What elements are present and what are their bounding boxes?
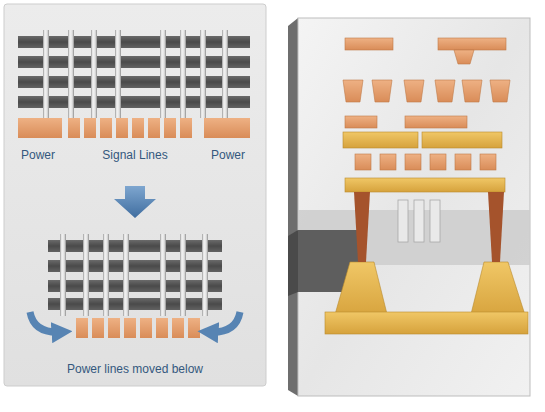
metal-line — [48, 240, 222, 252]
copper-via — [355, 154, 371, 170]
transistor-fin — [398, 200, 408, 242]
copper-line — [405, 116, 467, 128]
via-line — [200, 30, 206, 118]
power-contact — [76, 318, 88, 338]
copper-line — [438, 38, 506, 50]
metal-line — [18, 56, 250, 68]
signal-contact — [84, 118, 96, 138]
via-line — [43, 30, 49, 118]
nano-tsv — [354, 192, 370, 262]
power-contact — [156, 318, 168, 338]
copper-line — [345, 38, 393, 50]
metal-line — [18, 76, 250, 88]
caption-label: Power — [211, 149, 245, 163]
signal-contact — [180, 118, 192, 138]
power-contact — [140, 318, 152, 338]
via-line — [68, 30, 74, 118]
power-line — [343, 132, 418, 148]
copper-via — [435, 80, 455, 102]
via-line — [103, 234, 109, 316]
metal-line — [48, 298, 222, 310]
metal-grid-bottom — [48, 234, 222, 316]
power-line — [345, 178, 505, 192]
via-line — [202, 234, 208, 316]
nano-tsv — [488, 192, 504, 262]
block-side — [288, 18, 298, 396]
via-line — [180, 234, 186, 316]
signal-contact — [100, 118, 112, 138]
copper-via — [455, 154, 471, 170]
metal-line — [18, 36, 250, 48]
metal-line — [48, 260, 222, 272]
via-line — [123, 234, 129, 316]
power-line — [422, 132, 502, 148]
chip-cross-section — [288, 18, 530, 396]
power-contact — [172, 318, 184, 338]
copper-via — [380, 154, 396, 170]
metal-grid-top — [18, 30, 250, 118]
contact-row-bottom — [76, 318, 200, 338]
power-contact — [124, 318, 136, 338]
copper-via — [490, 80, 510, 102]
power-contact — [92, 318, 104, 338]
power-contact — [108, 318, 120, 338]
power-contact — [18, 118, 62, 138]
via-line — [60, 234, 66, 316]
backside-power-rail — [325, 312, 528, 334]
power-contact — [204, 118, 250, 138]
via-line — [91, 30, 97, 118]
via-line — [115, 30, 121, 118]
via-line — [160, 30, 166, 118]
metal-line — [18, 96, 250, 108]
via-line — [83, 234, 89, 316]
copper-via — [404, 80, 424, 102]
via-line — [180, 30, 186, 118]
caption-label: Power — [21, 149, 55, 163]
block-face — [298, 18, 530, 396]
signal-contact — [68, 118, 80, 138]
curved-arrow — [30, 312, 62, 332]
signal-contact — [116, 118, 128, 138]
caption-label: Power lines moved below — [67, 363, 203, 377]
via-line — [160, 234, 166, 316]
signal-contact — [148, 118, 160, 138]
copper-via — [462, 80, 482, 102]
transistor-fin — [430, 200, 440, 242]
silicon-band-side — [288, 230, 298, 296]
power-contact — [188, 318, 200, 338]
copper-via — [430, 154, 446, 170]
via-line — [222, 30, 228, 118]
contact-row-top — [18, 118, 250, 138]
copper-via — [405, 154, 421, 170]
copper-via — [454, 50, 474, 64]
backside-power-foot — [334, 262, 388, 318]
signal-contact — [132, 118, 144, 138]
copper-via — [480, 154, 496, 170]
copper-line — [345, 116, 377, 128]
down-arrow — [114, 186, 156, 218]
copper-via — [343, 80, 363, 102]
backside-power-foot — [470, 262, 526, 318]
signal-contact — [164, 118, 176, 138]
curved-arrow — [208, 312, 240, 332]
metal-line — [48, 280, 222, 292]
panel — [4, 4, 266, 386]
transistor-fin — [414, 200, 424, 242]
copper-via — [372, 80, 392, 102]
caption-label: Signal Lines — [102, 149, 167, 163]
